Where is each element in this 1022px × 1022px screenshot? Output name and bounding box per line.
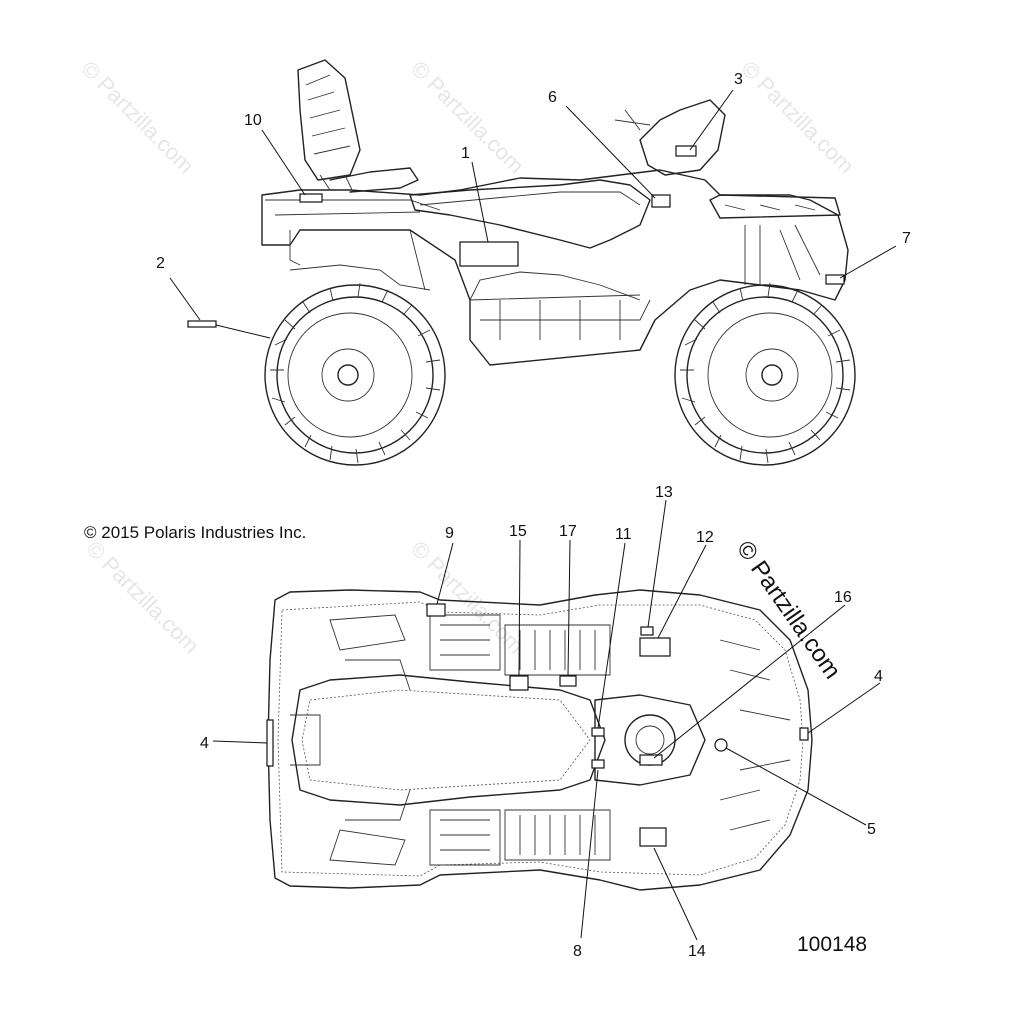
callout-1: 1 [461, 145, 470, 162]
callout-9: 9 [445, 525, 454, 542]
decal-4-front [799, 727, 809, 741]
callout-10: 10 [244, 112, 262, 129]
decal-8 [591, 759, 605, 769]
decal-2-label [187, 320, 217, 328]
decal-17 [559, 675, 577, 687]
decal-3-handlebar [675, 145, 697, 157]
callout-15: 15 [509, 523, 527, 540]
decal-10-rear [299, 193, 323, 203]
decal-1-fender [459, 241, 519, 267]
decal-15 [509, 675, 529, 691]
side-leaders [169, 89, 897, 339]
callout-2: 2 [156, 255, 165, 272]
decal-9 [426, 603, 446, 617]
decal-11 [591, 727, 605, 737]
decal-13 [640, 626, 654, 636]
callout-3: 3 [734, 71, 743, 88]
top-leaders [212, 499, 881, 941]
decal-7-front [825, 274, 845, 285]
callout-8: 8 [573, 943, 582, 960]
callout-14: 14 [688, 943, 706, 960]
decal-5-cap [714, 738, 728, 752]
callout-12: 12 [696, 529, 714, 546]
callout-7: 7 [902, 230, 911, 247]
decal-16 [639, 754, 663, 766]
decal-14 [639, 827, 667, 847]
callouts: 1 2 3 6 7 10 4 4 5 8 9 11 12 13 14 15 16… [156, 71, 911, 960]
decal-6-side-panel [651, 194, 671, 208]
decal-12 [639, 637, 671, 657]
atv-side-view [187, 59, 856, 466]
callout-11: 11 [615, 526, 632, 543]
watermark-4: © Partzilla.com [81, 536, 204, 659]
callout-16: 16 [834, 589, 852, 606]
decal-4-rear [266, 719, 274, 767]
watermark-3: © Partzilla.com [736, 56, 859, 179]
callout-5: 5 [867, 821, 876, 838]
atv-top-view [266, 589, 813, 891]
callout-6: 6 [548, 89, 557, 106]
diagram-id: 100148 [797, 933, 867, 956]
watermark-1: © Partzilla.com [76, 56, 199, 179]
callout-13: 13 [655, 484, 673, 501]
rear-wheel [264, 282, 446, 466]
callout-17: 17 [559, 523, 577, 540]
front-wheel [674, 282, 856, 466]
copyright-text: © 2015 Polaris Industries Inc. [84, 523, 306, 542]
callout-4-rear: 4 [200, 735, 209, 752]
callout-4-front: 4 [874, 668, 883, 685]
